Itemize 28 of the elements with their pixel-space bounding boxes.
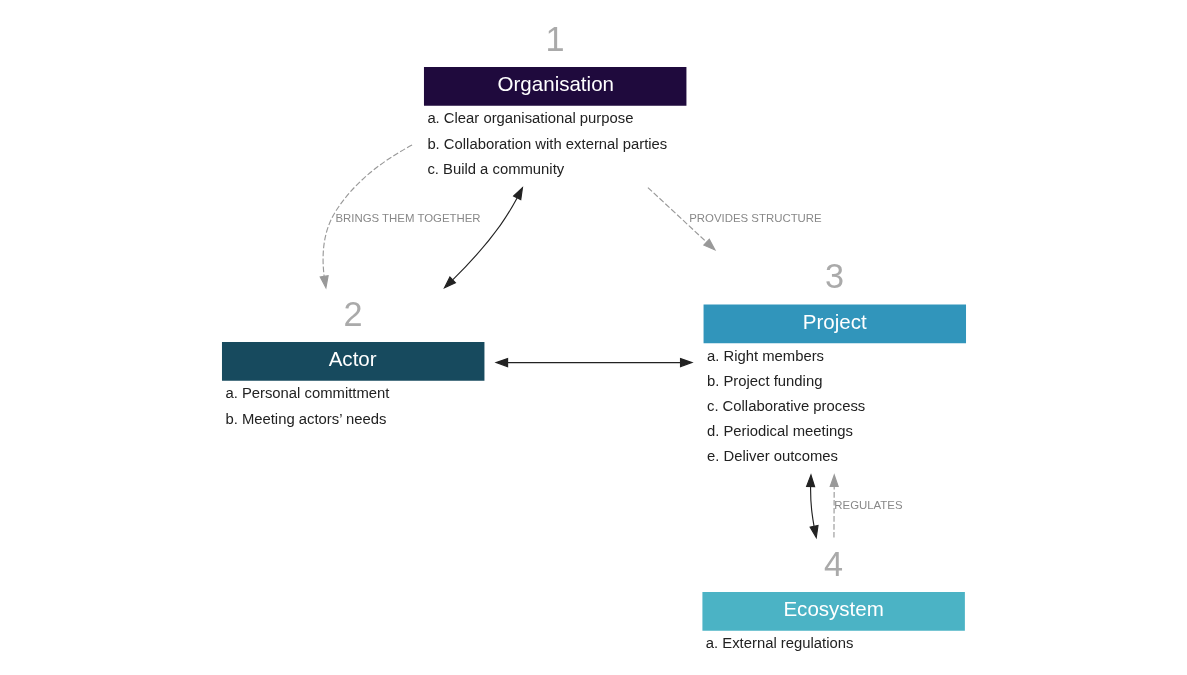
arrow [318,144,413,290]
node-label: b. Collaboration with external parties [426,135,667,152]
node-label: b. Project funding [706,372,822,389]
node-label: b. Meeting actors’ needs [224,410,386,427]
node-label: a. External regulations [705,635,853,652]
edge-label: REGULATES [833,499,903,512]
node-label: c. Build a community [426,160,564,177]
node-label: a. Personal committment [224,385,389,402]
arrow [828,473,839,539]
arrow [646,187,716,252]
node-box: Project [703,304,966,344]
node-box: Ecosystem [701,592,965,631]
node-label: a. Right members [706,347,824,364]
node-label: c. Collaborative process [706,397,865,414]
edge-label: BRINGS THEM TOGETHER [334,211,481,224]
node-label: 2 [343,295,363,334]
arrow [805,473,819,540]
edge-label: PROVIDES STRUCTURE [688,211,822,224]
node-label: 4 [823,545,843,584]
node-box: Organisation [423,67,686,106]
arrow [442,186,523,289]
node-label: 3 [824,257,844,296]
node-label: a. Clear organisational purpose [426,110,633,127]
node-label: d. Periodical meetings [706,423,853,440]
node-box: Actor [221,342,484,381]
arrow [493,357,694,368]
node-label: e. Deliver outcomes [706,448,838,465]
node-label: 1 [545,20,565,59]
